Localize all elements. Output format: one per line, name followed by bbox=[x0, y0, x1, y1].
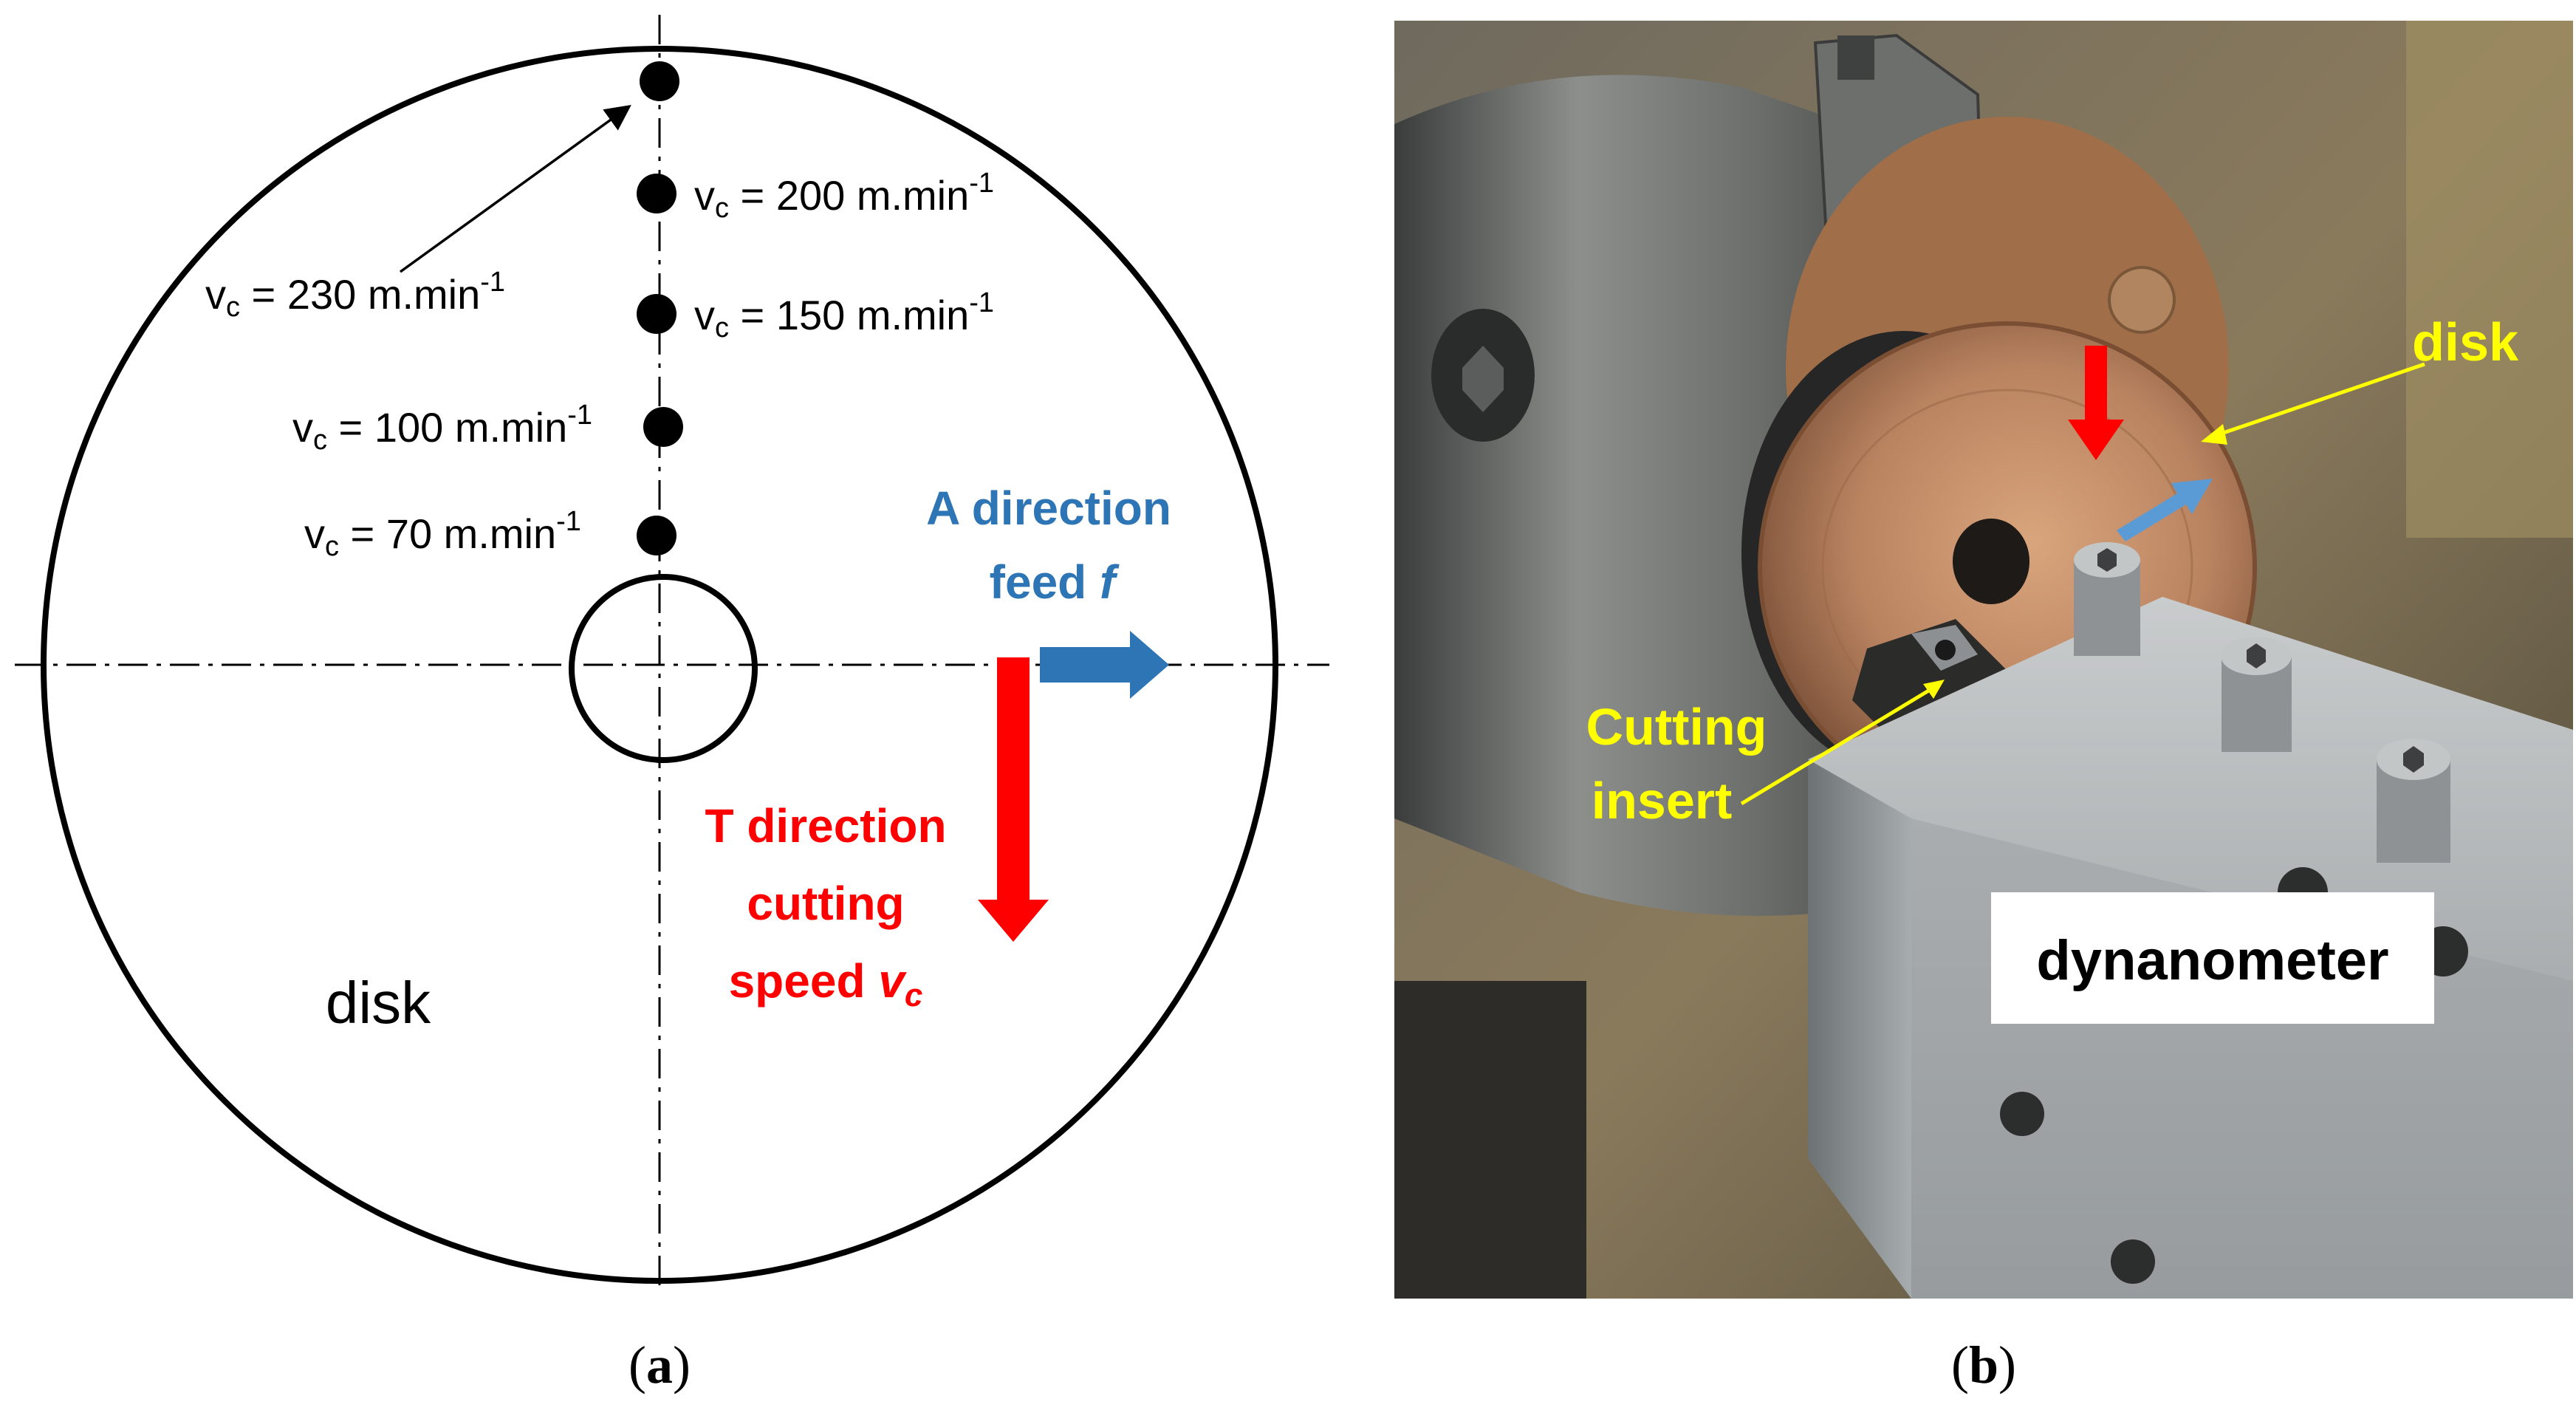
insert-pointer-head bbox=[1923, 680, 1945, 699]
speed-vc-label: speed vc bbox=[729, 954, 923, 1013]
cutting-insert-label-line2: insert bbox=[1592, 772, 1733, 830]
feed-label: feed f bbox=[990, 555, 1120, 609]
cutting-label: cutting bbox=[747, 877, 904, 930]
jaw-key bbox=[1837, 35, 1874, 80]
machine-wall bbox=[2406, 21, 2573, 538]
caption-a: (a) bbox=[628, 1335, 691, 1395]
stamp-mark bbox=[2108, 266, 2176, 334]
machine-base-shadow bbox=[1394, 981, 1586, 1299]
chuck-hex-socket bbox=[1462, 346, 1504, 412]
cap-screw-2 bbox=[2221, 637, 2292, 752]
t-direction-label: T direction bbox=[705, 799, 946, 852]
leader-arrow-230 bbox=[399, 104, 631, 273]
label-200: vc = 200 m.min-1 bbox=[694, 168, 994, 224]
photo-svg: disk Cutting insert dynanometer bbox=[1394, 21, 2573, 1299]
disk-center-hole bbox=[1953, 519, 2029, 604]
point-100-dot bbox=[643, 407, 683, 447]
point-70-dot bbox=[637, 516, 676, 555]
panel-b-photo: disk Cutting insert dynanometer bbox=[1394, 21, 2573, 1299]
disk-pointer-line bbox=[2207, 362, 2425, 440]
cap-screw-3 bbox=[2377, 739, 2450, 863]
feed-arrow bbox=[1040, 631, 1169, 699]
caption-b: (b) bbox=[1951, 1335, 2016, 1395]
point-230-dot bbox=[640, 61, 679, 101]
bolt-hole-4 bbox=[2111, 1239, 2155, 1284]
disk-pointer-head bbox=[2201, 424, 2227, 445]
caption-b-svg: (b) bbox=[1951, 1335, 2016, 1395]
panel-a-schematic: vc = 230 m.min-1 vc = 200 m.min-1 vc = 1… bbox=[15, 15, 1329, 1395]
photo-feed-arrow bbox=[2117, 479, 2213, 541]
label-150: vc = 150 m.min-1 bbox=[694, 287, 994, 343]
bolt-hole-3 bbox=[2000, 1092, 2044, 1136]
disk-inner-hole bbox=[569, 574, 758, 763]
photo-cutting-speed-arrow bbox=[2068, 346, 2124, 460]
dynamometer-label: dynanometer bbox=[2036, 929, 2388, 992]
disk-outer-circle bbox=[41, 46, 1278, 1284]
photo-disk-label: disk bbox=[2412, 313, 2519, 372]
point-200-dot bbox=[637, 174, 676, 213]
label-230: vc = 230 m.min-1 bbox=[205, 267, 505, 323]
cutting-insert-label-line1: Cutting bbox=[1586, 698, 1767, 756]
label-70: vc = 70 m.min-1 bbox=[304, 506, 581, 562]
schematic-svg: vc = 230 m.min-1 vc = 200 m.min-1 vc = 1… bbox=[15, 15, 1329, 1395]
point-150-dot bbox=[637, 294, 676, 334]
cutting-speed-arrow bbox=[978, 657, 1049, 942]
insert-pointer-line bbox=[1740, 683, 1939, 806]
insert-screw bbox=[1935, 640, 1956, 660]
disk-label: disk bbox=[326, 970, 431, 1036]
dynamometer-side bbox=[1808, 759, 1911, 1299]
dynamometer-label-box bbox=[1991, 892, 2434, 1024]
cap-screw-1 bbox=[2074, 542, 2140, 656]
a-direction-label: A direction bbox=[926, 482, 1171, 535]
label-100: vc = 100 m.min-1 bbox=[292, 400, 592, 456]
